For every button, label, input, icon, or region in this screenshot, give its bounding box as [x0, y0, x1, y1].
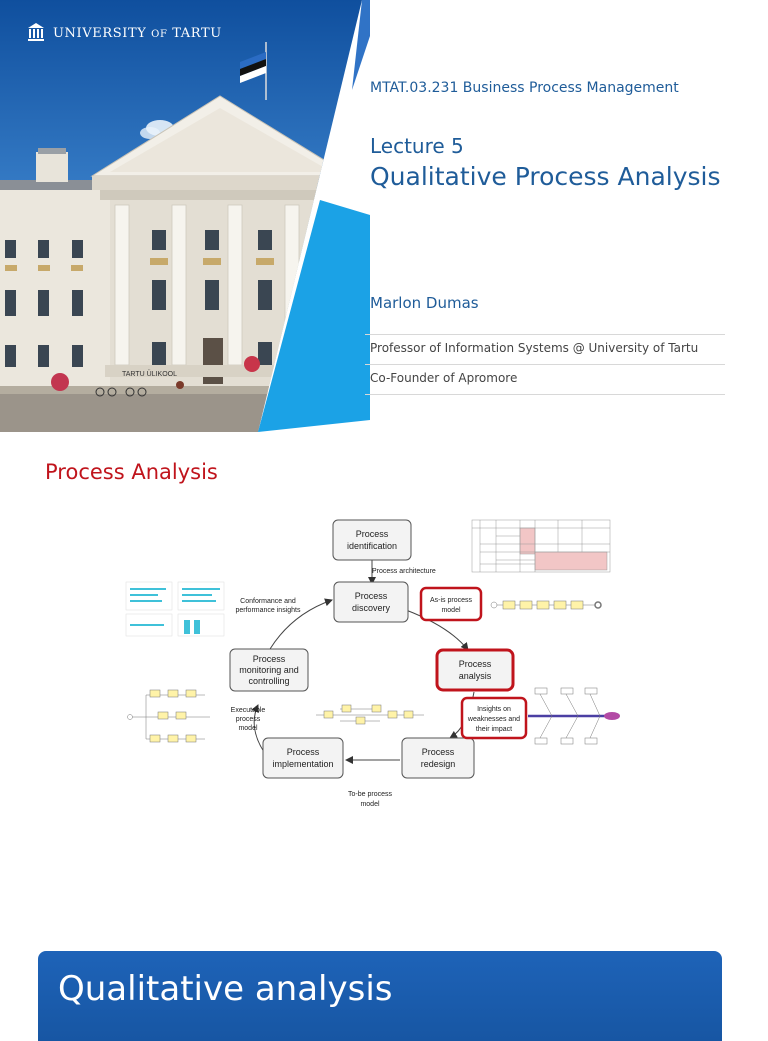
svg-text:discovery: discovery — [352, 603, 391, 613]
svg-text:To-be process: To-be process — [348, 791, 392, 798]
box-analysis: Process analysis — [435, 648, 515, 692]
box-discovery: Process discovery — [333, 581, 409, 623]
label-architecture: Process architecture — [372, 568, 436, 575]
author-name: Marlon Dumas — [370, 294, 479, 312]
svg-text:their impact: their impact — [476, 726, 512, 733]
label-asis-model: As-is process model — [419, 586, 483, 622]
box-monitoring: Process monitoring and controlling — [229, 648, 309, 692]
title-banner: Qualitative analysis — [38, 951, 722, 1041]
divider — [365, 334, 725, 335]
svg-text:redesign: redesign — [421, 759, 456, 769]
lecture-title: Qualitative Process Analysis — [370, 162, 721, 191]
lecture-number: Lecture 5 — [370, 134, 464, 158]
svg-text:weaknesses and: weaknesses and — [467, 716, 520, 723]
svg-text:Process: Process — [356, 529, 389, 539]
svg-text:Conformance and: Conformance and — [240, 598, 296, 605]
svg-text:Process: Process — [422, 747, 455, 757]
svg-text:analysis: analysis — [459, 671, 492, 681]
svg-text:performance insights: performance insights — [236, 607, 301, 614]
affiliation-professor: Professor of Information Systems @ Unive… — [370, 341, 699, 355]
university-logo: UNIVERSITY OF TARTU — [27, 22, 222, 44]
box-implementation: Process implementation — [262, 737, 344, 779]
university-name: UNIVERSITY OF TARTU — [53, 25, 222, 41]
label-insights: Insights on weaknesses and their impact — [460, 696, 528, 740]
estonian-flag-icon — [240, 52, 266, 83]
svg-text:Insights on: Insights on — [477, 706, 511, 713]
asis-model-thumbnail — [490, 600, 602, 610]
divider — [365, 394, 725, 395]
divider — [365, 364, 725, 365]
title-slide: TARTU ÜLIKOOL UNIVERSITY OF TARTU — [0, 0, 768, 432]
qualitative-analysis-slide: Qualitative analysis — [0, 932, 768, 1041]
executable-model-thumbnail — [127, 689, 210, 743]
monitoring-dashboard-thumbnail — [125, 581, 225, 637]
svg-text:identification: identification — [347, 541, 397, 551]
process-analysis-slide: Process Analysis Process identification … — [0, 432, 768, 932]
label-executable-model: Executable process model — [231, 707, 266, 732]
fishbone-diagram-thumbnail — [528, 687, 620, 745]
svg-text:Executable: Executable — [231, 707, 266, 714]
svg-text:Process: Process — [253, 654, 286, 664]
bpm-lifecycle-diagram: Process identification Process discovery… — [125, 519, 620, 808]
svg-text:model: model — [360, 801, 380, 808]
university-seal-icon — [28, 23, 44, 41]
svg-text:model: model — [441, 607, 461, 614]
affiliation-cofounder: Co-Founder of Apromore — [370, 371, 518, 385]
label-conformance-insights: Conformance and performance insights — [236, 598, 301, 614]
svg-text:model: model — [238, 725, 258, 732]
box-redesign: Process redesign — [401, 737, 475, 779]
architecture-table-thumbnail — [471, 519, 611, 573]
svg-text:process: process — [236, 716, 261, 723]
tobe-model-thumbnail — [316, 704, 424, 725]
svg-text:monitoring and: monitoring and — [239, 665, 299, 675]
svg-text:Process: Process — [287, 747, 320, 757]
university-building-photo: TARTU ÜLIKOOL — [0, 0, 370, 432]
svg-text:controlling: controlling — [248, 676, 289, 686]
slide-title: Qualitative analysis — [58, 969, 393, 1009]
slide-title: Process Analysis — [45, 460, 218, 484]
course-name: MTAT.03.231 Business Process Management — [370, 80, 679, 96]
svg-text:As-is process: As-is process — [430, 597, 473, 604]
box-identification: Process identification — [332, 519, 412, 561]
svg-text:Process: Process — [459, 659, 492, 669]
svg-text:implementation: implementation — [272, 759, 333, 769]
building-sign: TARTU ÜLIKOOL — [122, 370, 177, 378]
svg-text:Process: Process — [355, 591, 388, 601]
label-tobe-model: To-be process model — [348, 791, 392, 808]
